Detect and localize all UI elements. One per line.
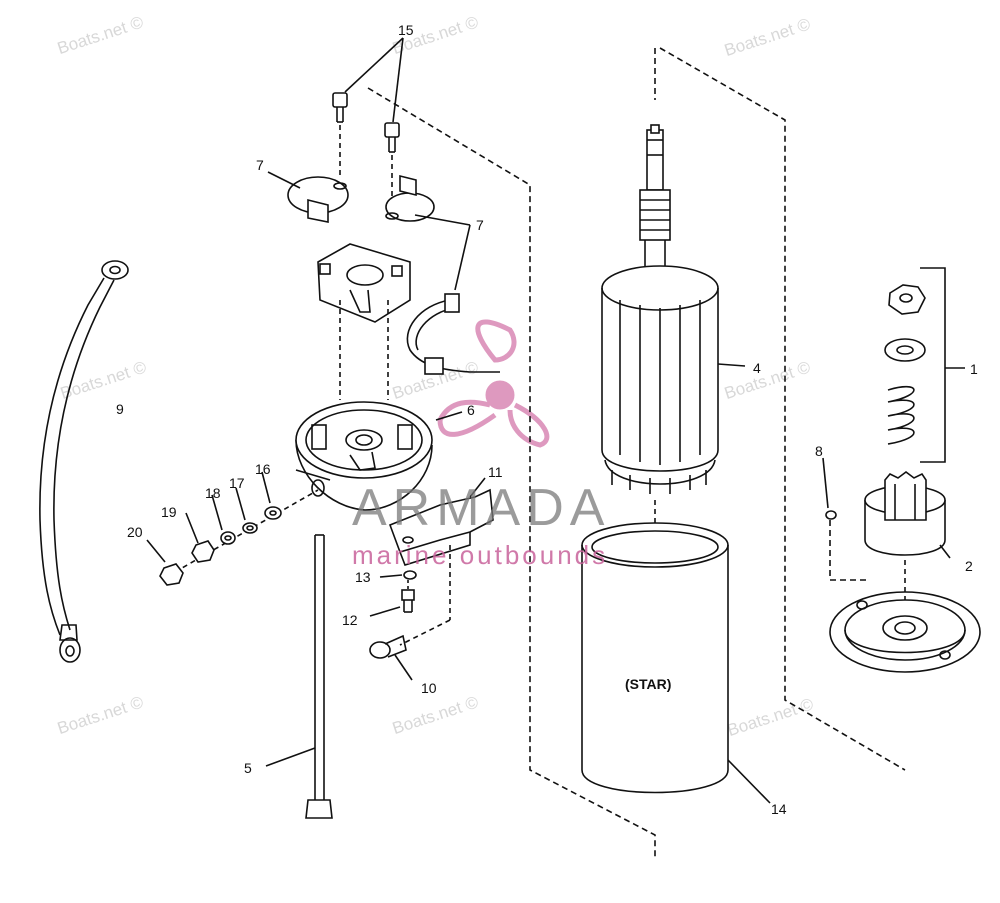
callout-4: 4 <box>753 360 761 376</box>
callout-18: 18 <box>205 485 221 501</box>
callout-17: 17 <box>229 475 245 491</box>
part-4-armature <box>601 124 746 550</box>
callout-10: 10 <box>421 680 437 696</box>
drive-end-cap <box>829 560 981 673</box>
callout-14: 14 <box>771 801 787 817</box>
part-12-13-10-fasteners <box>369 570 417 681</box>
callout-11: 11 <box>488 464 503 480</box>
part-9-cable <box>39 260 129 663</box>
callout-7: 7 <box>256 157 264 173</box>
brush-holder-plate <box>317 243 411 400</box>
callout-1: 1 <box>970 361 978 377</box>
callout-2: 2 <box>965 558 973 574</box>
alignment-lines <box>367 47 906 860</box>
part-1-drive-group <box>884 267 965 463</box>
part-6-end-cap <box>295 401 463 511</box>
callout-7: 7 <box>476 217 484 233</box>
part-14-frame <box>581 522 771 804</box>
callout-6: 6 <box>467 402 475 418</box>
washer-stack <box>146 471 319 586</box>
housing-label: (STAR) <box>625 676 672 692</box>
callout-19: 19 <box>161 504 177 520</box>
lead-wire <box>406 293 500 375</box>
callout-20: 20 <box>127 524 143 540</box>
propeller-logo <box>437 319 550 448</box>
callout-12: 12 <box>342 612 358 628</box>
part-11-bracket <box>388 477 494 646</box>
part-15-bolts <box>332 37 404 200</box>
callout-16: 16 <box>255 461 271 477</box>
brand-tagline: marine outbounds <box>352 540 609 570</box>
callout-5: 5 <box>244 760 252 776</box>
callout-13: 13 <box>355 569 371 585</box>
part-2-pinion <box>822 457 951 559</box>
brand-name: ARMADA <box>352 479 611 537</box>
callout-9: 9 <box>116 401 124 417</box>
callout-8: 8 <box>815 443 823 459</box>
part-5-through-bolt <box>265 534 333 819</box>
callout-15: 15 <box>398 22 414 38</box>
part-7-brush-springs <box>267 171 471 291</box>
